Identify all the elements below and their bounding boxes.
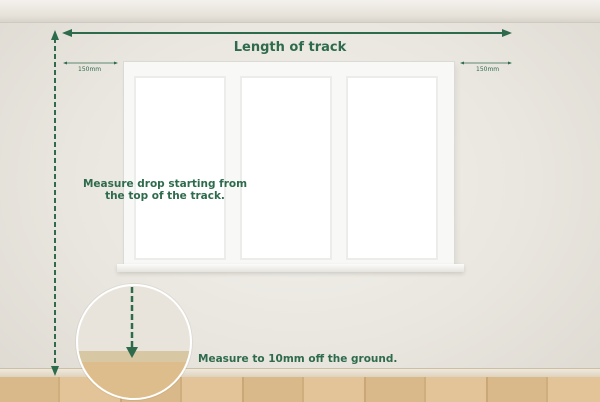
- window-pane-right: [346, 76, 438, 260]
- track-length-arrow: [62, 29, 512, 37]
- left-gap-arrow: [63, 61, 118, 65]
- ground-gap-arrow: [126, 287, 138, 358]
- window: [124, 62, 454, 266]
- window-pane-center: [240, 76, 332, 260]
- drop-instruction-line2: the top of the track.: [105, 190, 225, 202]
- ground-instruction: Measure to 10mm off the ground.: [198, 353, 398, 365]
- right-gap-arrow: [460, 61, 512, 65]
- drop-instruction: Measure drop starting from the top of th…: [40, 178, 290, 202]
- window-pane-left: [134, 76, 226, 260]
- skirting-board: [0, 368, 600, 379]
- window-sill: [117, 264, 464, 272]
- track-length-label: Length of track: [233, 40, 347, 55]
- ceiling-cornice: [0, 0, 600, 23]
- drop-arrow: [51, 30, 59, 376]
- right-gap-label: 150mm: [476, 66, 500, 73]
- left-gap-label: 150mm: [78, 66, 102, 73]
- floor-detail-circle: [76, 284, 192, 400]
- drop-instruction-line1: Measure drop starting from: [82, 178, 248, 190]
